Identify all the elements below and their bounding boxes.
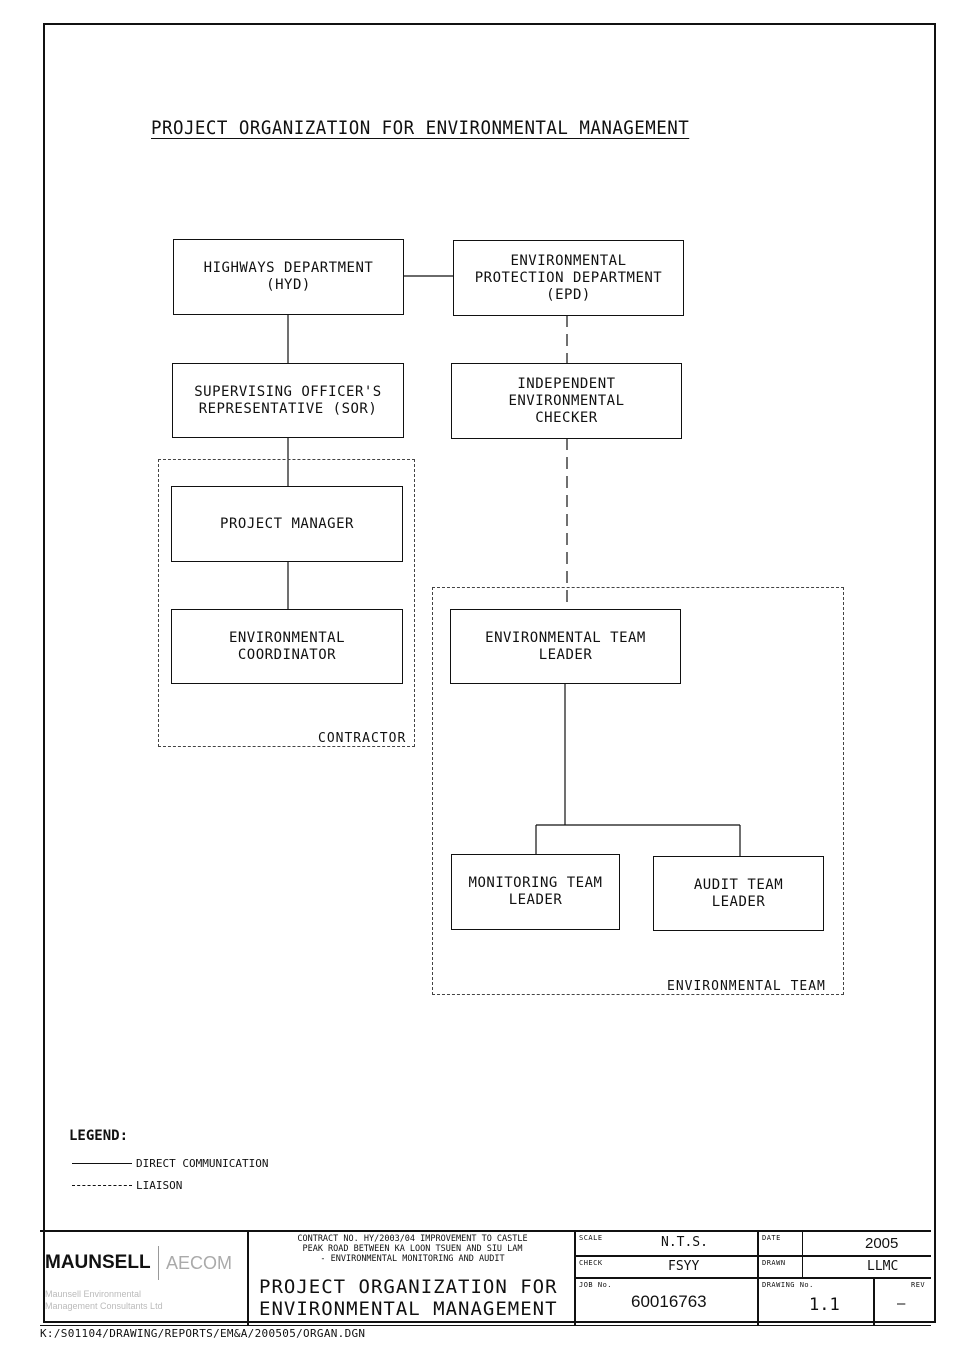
drawn-label: DRAWN bbox=[762, 1259, 786, 1267]
logo-subtitle-1: Maunsell Environmental bbox=[45, 1289, 142, 1299]
aecom-logo: AECOM bbox=[166, 1253, 233, 1273]
drawing-title: PROJECT ORGANIZATION FOR ENVIRONMENTAL M… bbox=[259, 1276, 558, 1320]
logo-subtitle-2: Management Consultants Ltd bbox=[45, 1301, 163, 1311]
box-audit-team-leader: AUDIT TEAM LEADER bbox=[653, 856, 824, 931]
scale-value: N.T.S. bbox=[661, 1235, 708, 1250]
box-monitoring-team-leader: MONITORING TEAM LEADER bbox=[451, 854, 620, 930]
check-value: FSYY bbox=[668, 1259, 700, 1274]
drawn-value: LLMC bbox=[867, 1259, 899, 1274]
legend-direct-communication: DIRECT COMMUNICATION bbox=[72, 1157, 268, 1170]
scale-cell: SCALE N.T.S. bbox=[575, 1232, 758, 1256]
box-environmental-coordinator: ENVIRONMENTAL COORDINATOR bbox=[171, 609, 403, 684]
legend-liaison-label: LIAISON bbox=[136, 1179, 183, 1192]
box-project-manager: PROJECT MANAGER bbox=[171, 486, 403, 562]
date-cell: DATE 2005 bbox=[758, 1232, 931, 1256]
job-label: JOB No. bbox=[579, 1281, 613, 1289]
contract-cell: CONTRACT NO. HY/2003/04 IMPROVEMENT TO C… bbox=[248, 1232, 575, 1326]
maunsell-logo: MAUNSELL bbox=[45, 1252, 151, 1273]
title-block: MAUNSELL AECOM Maunsell Environmental Ma… bbox=[40, 1230, 931, 1326]
box-highways-department: HIGHWAYS DEPARTMENT (HYD) bbox=[173, 239, 404, 315]
legend-dashed-line bbox=[72, 1185, 132, 1186]
environmental-team-label: ENVIRONMENTAL TEAM bbox=[665, 979, 828, 994]
legend-solid-line bbox=[72, 1163, 132, 1164]
drawing-no-value: 1.1 bbox=[809, 1295, 840, 1315]
date-label: DATE bbox=[762, 1234, 781, 1242]
rev-cell: REV – bbox=[874, 1278, 931, 1326]
contractor-group bbox=[158, 459, 415, 747]
drawn-cell: DRAWN LLMC bbox=[758, 1256, 931, 1279]
box-environmental-team-leader: ENVIRONMENTAL TEAM LEADER bbox=[450, 609, 681, 684]
drawing-no-cell: DRAWING No. 1.1 bbox=[758, 1278, 874, 1326]
drawn-divider bbox=[802, 1257, 803, 1279]
scale-label: SCALE bbox=[579, 1234, 603, 1242]
drawing-frame bbox=[43, 23, 936, 1323]
drawing-no-label: DRAWING No. bbox=[762, 1281, 814, 1289]
box-supervising-officers-representative: SUPERVISING OFFICER'S REPRESENTATIVE (SO… bbox=[172, 363, 404, 438]
logo-cell: MAUNSELL AECOM Maunsell Environmental Ma… bbox=[40, 1232, 248, 1326]
legend-title: LEGEND: bbox=[69, 1128, 129, 1144]
contractor-label: CONTRACTOR bbox=[316, 731, 409, 746]
rev-value: – bbox=[897, 1295, 906, 1312]
check-label: CHECK bbox=[579, 1259, 603, 1267]
environmental-team-group bbox=[432, 587, 844, 995]
rev-label: REV bbox=[911, 1281, 926, 1289]
job-cell: JOB No. 60016763 bbox=[575, 1278, 758, 1326]
file-path: K:/S01104/DRAWING/REPORTS/EM&A/200505/OR… bbox=[40, 1327, 366, 1340]
check-cell: CHECK FSYY bbox=[575, 1256, 758, 1278]
date-divider bbox=[802, 1232, 803, 1256]
contract-text: CONTRACT NO. HY/2003/04 IMPROVEMENT TO C… bbox=[297, 1234, 528, 1264]
diagram-title: PROJECT ORGANIZATION FOR ENVIRONMENTAL M… bbox=[151, 117, 690, 139]
box-environmental-protection-department: ENVIRONMENTAL PROTECTION DEPARTMENT (EPD… bbox=[453, 240, 684, 316]
legend-liaison: LIAISON bbox=[72, 1179, 182, 1192]
legend-direct-label: DIRECT COMMUNICATION bbox=[136, 1157, 269, 1170]
box-independent-environmental-checker: INDEPENDENT ENVIRONMENTAL CHECKER bbox=[451, 363, 682, 439]
date-value: 2005 bbox=[865, 1235, 899, 1252]
job-value: 60016763 bbox=[631, 1292, 707, 1311]
logo-divider bbox=[158, 1246, 159, 1280]
